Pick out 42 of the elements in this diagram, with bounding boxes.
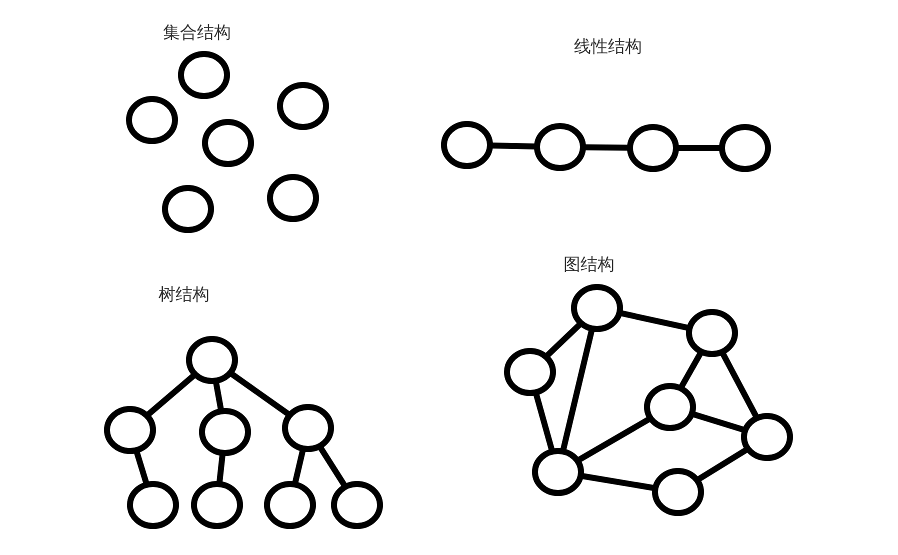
connector-line	[618, 310, 690, 332]
circle-node	[104, 406, 156, 454]
connector-line	[532, 392, 556, 452]
circle-node	[644, 383, 696, 431]
circle-node	[277, 82, 329, 130]
circle-node	[441, 121, 493, 169]
connector-line	[719, 350, 760, 420]
circle-node	[686, 309, 738, 357]
connector-line	[678, 350, 704, 390]
section-title: 线性结构	[574, 36, 642, 58]
connector-line	[228, 370, 292, 418]
circle-node	[331, 481, 383, 529]
circle-node	[178, 51, 230, 99]
circle-node	[532, 448, 584, 496]
circle-node	[627, 124, 679, 172]
circle-node	[191, 481, 243, 529]
connector-line	[544, 321, 584, 359]
connector-line	[144, 372, 198, 418]
circle-node	[282, 404, 334, 452]
connector-line	[317, 444, 348, 488]
connector-line	[690, 410, 746, 434]
section-title: 图结构	[564, 254, 614, 276]
connector-line	[576, 416, 652, 464]
circle-node	[126, 96, 178, 144]
circle-node	[504, 348, 556, 396]
circle-node	[127, 481, 179, 529]
circle-node	[652, 468, 704, 516]
circle-node	[199, 408, 251, 456]
circle-node	[534, 123, 586, 171]
circle-node	[264, 481, 316, 529]
section-title: 集合结构	[163, 22, 231, 44]
circle-node	[719, 124, 771, 172]
circle-node	[202, 119, 254, 167]
section-title: 树结构	[158, 284, 210, 306]
circle-node	[741, 413, 793, 461]
circle-node	[267, 174, 319, 222]
circle-node	[571, 284, 623, 332]
connector-line	[216, 452, 226, 484]
connector-line	[212, 380, 224, 412]
circle-node	[162, 185, 214, 233]
circle-node	[186, 336, 238, 384]
connector-line	[695, 446, 750, 483]
